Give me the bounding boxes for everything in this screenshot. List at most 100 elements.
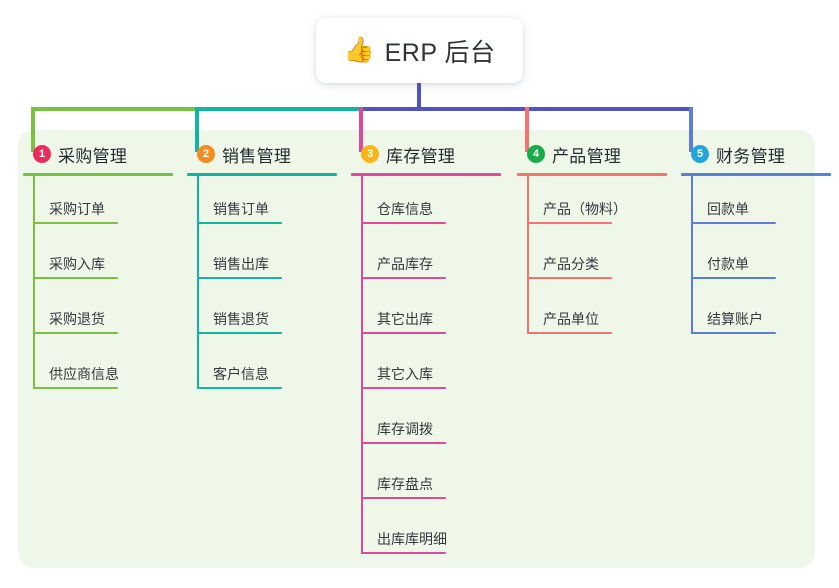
column-item-list: 销售订单销售出库销售退货客户信息 (187, 176, 347, 396)
menu-item-rule (691, 277, 776, 279)
menu-item[interactable]: 结算账户 (681, 286, 839, 341)
menu-item-label: 产品库存 (377, 256, 433, 272)
menu-item[interactable]: 采购入库 (23, 231, 183, 286)
number-badge-icon: 2 (197, 145, 215, 163)
menu-item-rule (33, 387, 118, 389)
column-item-list: 仓库信息产品库存其它出库其它入库库存调拨库存盘点出库库明细 (351, 176, 511, 561)
menu-item-label: 库存盘点 (377, 476, 433, 492)
menu-item[interactable]: 产品（物料） (517, 176, 677, 231)
menu-item-label: 供应商信息 (49, 366, 119, 382)
column-stem (197, 176, 199, 389)
column-产品管理: 4 产品管理产品（物料） 产品分类产品单位 (517, 140, 677, 341)
menu-item[interactable]: 其它入库 (351, 341, 511, 396)
menu-item-label: 采购退货 (49, 311, 105, 327)
menu-item-label: 仓库信息 (377, 201, 433, 217)
menu-item[interactable]: 销售订单 (187, 176, 347, 231)
column-stem (691, 176, 693, 334)
diagram-panel (18, 130, 815, 568)
column-title: 库存管理 (386, 146, 456, 166)
menu-item-rule (33, 277, 118, 279)
root-node-erp-backend[interactable]: 👍 ERP 后台 (316, 18, 523, 83)
column-header-rule (23, 173, 173, 176)
menu-item-rule (361, 222, 446, 224)
menu-item-rule (361, 497, 446, 499)
column-header-4[interactable]: 4 产品管理 (517, 140, 677, 168)
column-header-rule (681, 173, 831, 176)
menu-item[interactable]: 产品单位 (517, 286, 677, 341)
menu-item-rule (361, 277, 446, 279)
menu-item-rule (527, 277, 612, 279)
menu-item-label: 产品单位 (543, 311, 599, 327)
menu-item-rule (33, 222, 118, 224)
menu-item[interactable]: 产品分类 (517, 231, 677, 286)
menu-item-rule (197, 387, 282, 389)
drop-line-col-1 (31, 107, 35, 152)
menu-item-label: 其它入库 (377, 366, 433, 382)
menu-item-label: 采购订单 (49, 201, 105, 217)
menu-item-label: 销售出库 (213, 256, 269, 272)
menu-item[interactable]: 其它出库 (351, 286, 511, 341)
number-badge-icon: 1 (33, 145, 51, 163)
number-badge-icon: 3 (361, 145, 379, 163)
thumbs-up-icon: 👍 (343, 36, 375, 64)
menu-item[interactable]: 销售出库 (187, 231, 347, 286)
column-header-rule (187, 173, 337, 176)
menu-item-label: 产品分类 (543, 256, 599, 272)
menu-item[interactable]: 销售退货 (187, 286, 347, 341)
column-stem (361, 176, 363, 554)
drop-line-col-2 (195, 107, 199, 152)
column-库存管理: 3 库存管理仓库信息产品库存其它出库其它入库库存调拨库存盘点出库库明细 (351, 140, 511, 561)
menu-item-label: 采购入库 (49, 256, 105, 272)
menu-item-label: 销售订单 (213, 201, 269, 217)
column-header-2[interactable]: 2 销售管理 (187, 140, 347, 168)
connector-segment-2 (195, 107, 363, 111)
connector-segment-3 (359, 107, 529, 111)
root-node-title: ERP 后台 (384, 38, 496, 67)
menu-item-rule (361, 387, 446, 389)
drop-line-col-5 (689, 107, 693, 152)
menu-item-rule (527, 222, 612, 224)
number-badge-icon: 4 (527, 145, 545, 163)
menu-item-rule (33, 332, 118, 334)
trunk-line (417, 83, 421, 111)
menu-item[interactable]: 回款单 (681, 176, 839, 231)
column-header-3[interactable]: 3 库存管理 (351, 140, 511, 168)
column-stem (527, 176, 529, 334)
menu-item-label: 其它出库 (377, 311, 433, 327)
drop-line-col-4 (525, 107, 529, 152)
menu-item-rule (361, 332, 446, 334)
column-header-rule (351, 173, 501, 176)
column-item-list: 回款单付款单结算账户 (681, 176, 839, 341)
column-item-list: 产品（物料） 产品分类产品单位 (517, 176, 677, 341)
drop-line-col-3 (359, 107, 363, 152)
column-stem (33, 176, 35, 389)
menu-item[interactable]: 出库库明细 (351, 506, 511, 561)
menu-item-label: 产品（物料） (543, 201, 627, 217)
menu-item-label: 库存调拨 (377, 421, 433, 437)
menu-item-rule (691, 332, 776, 334)
menu-item-rule (197, 332, 282, 334)
column-item-list: 采购订单采购入库采购退货供应商信息 (23, 176, 183, 396)
menu-item-label: 销售退货 (213, 311, 269, 327)
menu-item-label: 回款单 (707, 201, 749, 217)
menu-item[interactable]: 供应商信息 (23, 341, 183, 396)
menu-item-rule (361, 442, 446, 444)
column-header-rule (517, 173, 667, 176)
menu-item-rule (197, 277, 282, 279)
column-title: 产品管理 (552, 146, 622, 166)
menu-item[interactable]: 客户信息 (187, 341, 347, 396)
menu-item[interactable]: 库存调拨 (351, 396, 511, 451)
menu-item[interactable]: 产品库存 (351, 231, 511, 286)
menu-item[interactable]: 采购订单 (23, 176, 183, 231)
column-title: 销售管理 (222, 146, 292, 166)
menu-item[interactable]: 付款单 (681, 231, 839, 286)
menu-item-rule (691, 222, 776, 224)
menu-item-label: 出库库明细 (377, 531, 447, 547)
menu-item[interactable]: 采购退货 (23, 286, 183, 341)
menu-item[interactable]: 库存盘点 (351, 451, 511, 506)
menu-item[interactable]: 仓库信息 (351, 176, 511, 231)
